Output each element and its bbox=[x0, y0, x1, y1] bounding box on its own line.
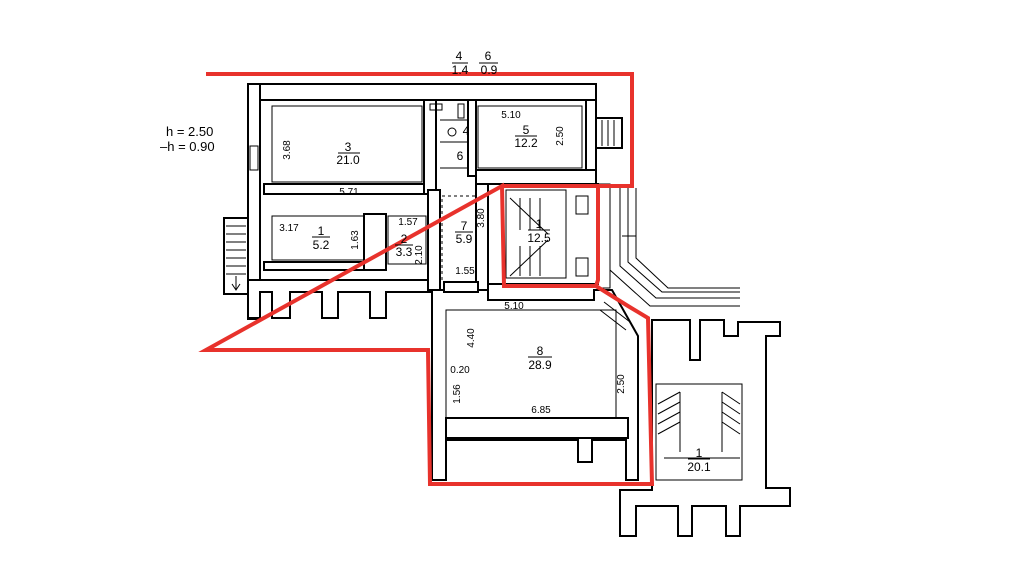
header-fractions: 4 1.4 6 0.9 bbox=[452, 49, 498, 77]
dim-020: 0.20 bbox=[450, 365, 470, 376]
room1-num: 1 bbox=[318, 224, 325, 238]
dim-156: 1.56 bbox=[452, 384, 463, 404]
dim-163: 1.63 bbox=[350, 230, 361, 250]
dimension-labels: 3.68 5.71 5.10 2.50 3.17 1.63 1.57 2.10 … bbox=[279, 110, 627, 416]
dim-380: 3.80 bbox=[476, 208, 487, 228]
highlight-outlines bbox=[198, 72, 655, 486]
room8-area: 28.9 bbox=[528, 358, 552, 372]
stair-area: 12.5 bbox=[527, 231, 551, 245]
room7-area: 5.9 bbox=[456, 232, 473, 246]
dim-250b: 2.50 bbox=[616, 374, 627, 394]
wall-room3-east bbox=[423, 99, 437, 195]
height-info: h = 2.50 –h = 0.90 bbox=[160, 124, 215, 154]
room5-num: 5 bbox=[523, 123, 530, 137]
room5-area: 12.2 bbox=[514, 136, 538, 150]
room4-num: 4 bbox=[463, 124, 470, 138]
right-building bbox=[619, 319, 791, 537]
header-den-a: 1.4 bbox=[452, 63, 469, 77]
room3-area: 21.0 bbox=[336, 153, 360, 167]
room2-area: 3.3 bbox=[396, 245, 413, 259]
room2-num: 2 bbox=[401, 232, 408, 246]
room8-walls bbox=[431, 281, 639, 481]
room3-num: 3 bbox=[345, 140, 352, 154]
header-den-b: 0.9 bbox=[481, 63, 498, 77]
dim-368: 3.68 bbox=[282, 140, 293, 160]
west-stairs bbox=[223, 145, 259, 295]
room7-num: 7 bbox=[461, 219, 468, 233]
ramp-lines bbox=[609, 188, 740, 307]
dim-510a: 5.10 bbox=[501, 110, 521, 121]
dim-571: 5.71 bbox=[339, 187, 359, 198]
dim-510b: 5.10 bbox=[504, 301, 524, 312]
main-building-walls bbox=[246, 83, 597, 320]
dim-317: 3.17 bbox=[279, 223, 299, 234]
right-room-num: 1 bbox=[696, 446, 703, 460]
room-labels: 3 21.0 1 5.2 2 3.3 4 6 5 12.2 7 5.9 1 12… bbox=[312, 123, 711, 474]
dim-440: 4.40 bbox=[466, 328, 477, 348]
room-outlines bbox=[271, 103, 583, 283]
right-room-area: 20.1 bbox=[687, 460, 711, 474]
room8-num: 8 bbox=[537, 344, 544, 358]
dim-157: 1.57 bbox=[398, 217, 418, 228]
height-neg-h: –h = 0.90 bbox=[160, 139, 215, 154]
wall-room5-west bbox=[467, 99, 477, 177]
room6-num: 6 bbox=[457, 149, 464, 163]
dim-210: 2.10 bbox=[414, 245, 425, 265]
header-num-b: 6 bbox=[485, 49, 492, 63]
stair-hall bbox=[487, 183, 611, 289]
highlight-stair bbox=[504, 184, 600, 287]
dim-685: 6.85 bbox=[531, 405, 551, 416]
room5-stairs bbox=[595, 117, 623, 149]
wall-room5-south bbox=[475, 169, 597, 185]
height-h: h = 2.50 bbox=[166, 124, 213, 139]
dim-155: 1.55 bbox=[455, 266, 475, 277]
stair-num: 1 bbox=[536, 217, 543, 231]
wall-corridor-west bbox=[427, 189, 441, 291]
room1-area: 5.2 bbox=[313, 238, 330, 252]
header-num-a: 4 bbox=[456, 49, 463, 63]
dim-250a: 2.50 bbox=[555, 126, 566, 146]
south-wall-left bbox=[247, 279, 431, 319]
